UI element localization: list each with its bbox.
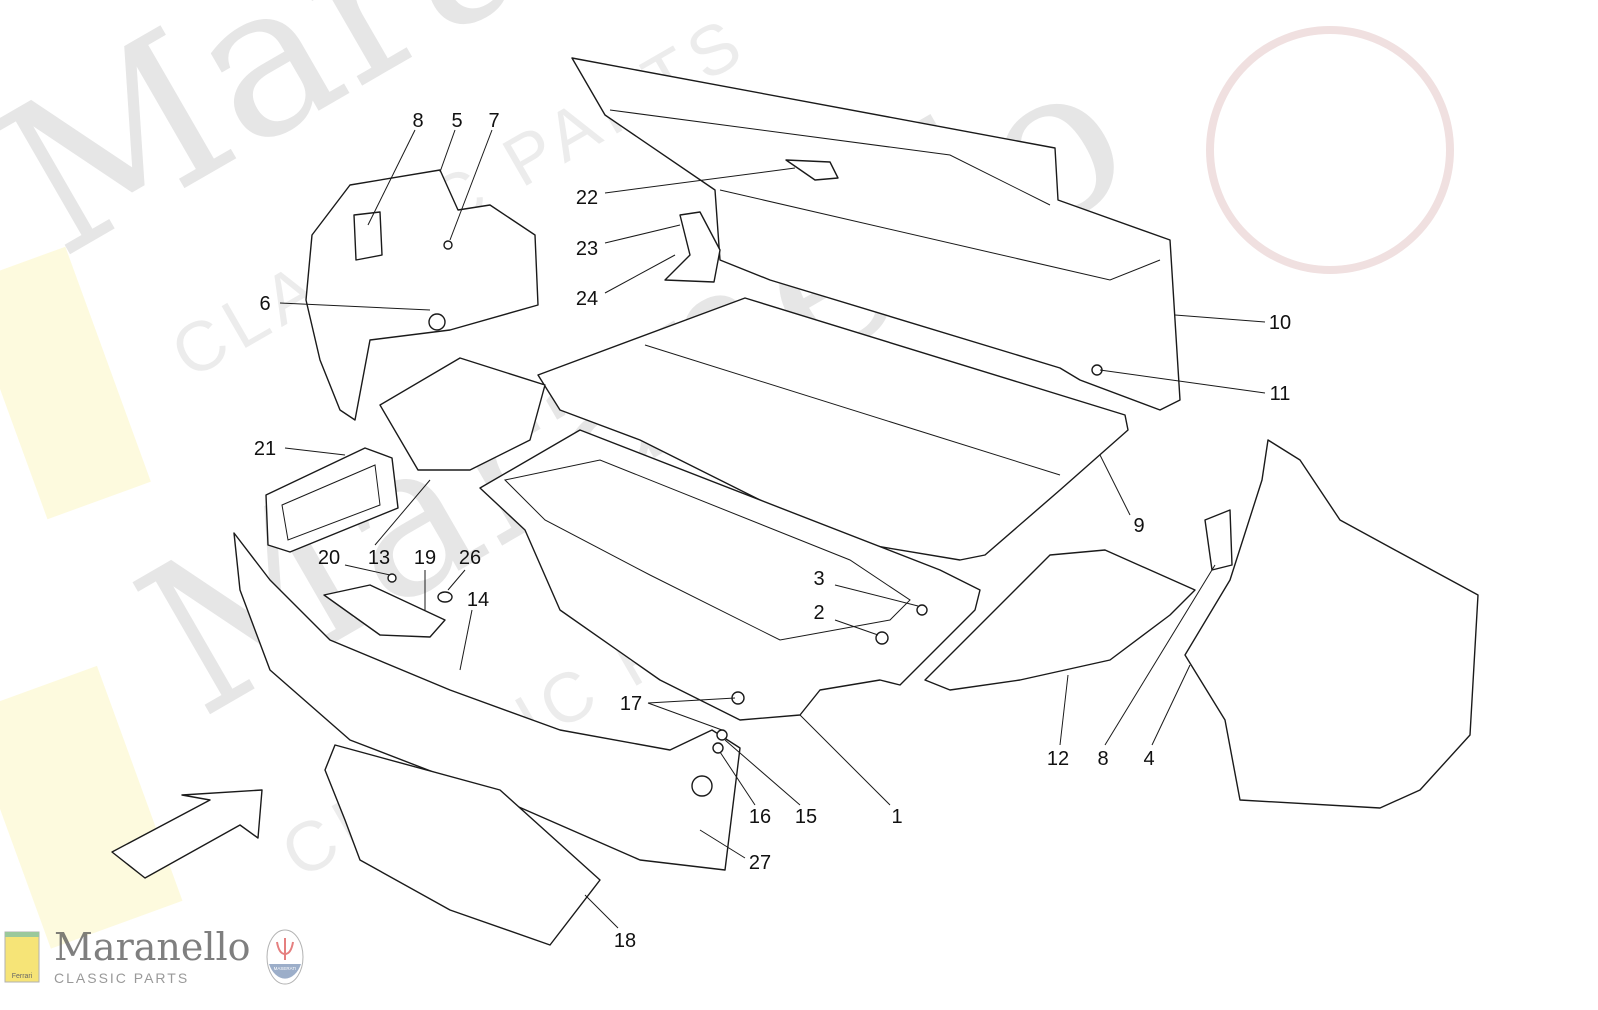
callout-23: 23 (576, 238, 598, 260)
svg-text:Ferrari: Ferrari (12, 973, 33, 980)
maserati-watermark (1206, 26, 1454, 274)
part-4-right-liner (1184, 439, 1479, 809)
callout-7: 7 (488, 110, 499, 132)
leader-line (724, 739, 801, 806)
callout-4: 4 (1143, 748, 1154, 770)
callout-5: 5 (451, 110, 462, 132)
leader-line (459, 609, 473, 671)
callouts: 8 5 7 22 23 24 6 10 11 21 9 20 13 19 26 14 3 2 17 16 15 1 27 12… (254, 110, 1291, 952)
callout-2: 2 (813, 602, 824, 624)
callout-27: 27 (749, 852, 771, 874)
callout-16: 16 (749, 806, 771, 828)
part-15-washer (716, 729, 728, 741)
callout-11: 11 (1270, 383, 1291, 405)
leader-line (799, 714, 891, 806)
callout-13: 13 (368, 547, 390, 569)
callout-20: 20 (318, 547, 340, 569)
callout-10: 10 (1269, 312, 1291, 334)
part-12-panel (924, 549, 1196, 691)
leader-line (439, 129, 456, 173)
part-10-rear-panel (571, 57, 1181, 411)
leader-line (284, 447, 346, 456)
leader-line (647, 697, 736, 704)
part-3-nut (916, 604, 928, 616)
part-9-cover (537, 297, 1129, 561)
part-26-plug (437, 591, 453, 603)
part-16-washer (712, 742, 724, 754)
leader-line (604, 167, 796, 194)
callout-24: 24 (576, 288, 598, 310)
leader-line (834, 619, 879, 636)
leader-line (604, 254, 676, 294)
ferrari-watermark-shield (0, 246, 151, 520)
part-14-sill (233, 532, 741, 871)
callout-8: 8 (412, 110, 423, 132)
part-22 (785, 159, 839, 181)
maranello-logo: Ferrari Maranello CLASSIC PARTS MASERATI (4, 928, 305, 986)
part-27-grommet (691, 775, 713, 797)
leader-line (1099, 369, 1266, 394)
callout-9: 9 (1133, 515, 1144, 537)
part-6-grommet (428, 313, 446, 331)
leader-line (344, 564, 391, 576)
maserati-badge-icon: MASERATI (266, 929, 304, 985)
leader-line (367, 129, 416, 226)
part-1-tub (479, 429, 981, 721)
leader-line (604, 224, 681, 244)
brand-tagline: CLASSIC PARTS (54, 970, 190, 986)
parts (111, 57, 1479, 946)
svg-text:MASERATI: MASERATI (273, 966, 296, 971)
part-18-trim (324, 744, 601, 946)
callout-15: 15 (795, 806, 817, 828)
part-2-nut (875, 631, 889, 645)
direction-arrow (111, 789, 263, 879)
callout-21: 21 (254, 438, 276, 460)
callout-1: 1 (891, 806, 902, 828)
part-13-mat (379, 357, 546, 471)
leader-line (279, 302, 431, 311)
callout-14: 14 (467, 589, 489, 611)
leader-line (1151, 664, 1191, 746)
leader-line (1174, 314, 1266, 323)
leader-line (647, 702, 723, 731)
callout-26: 26 (459, 547, 481, 569)
leader-line (1104, 564, 1216, 746)
leader-line (1059, 674, 1069, 746)
part-8-right-clip (1204, 509, 1233, 571)
part-7-screw (443, 240, 453, 250)
leader-line (449, 129, 493, 241)
leader-line (584, 894, 619, 929)
callout-17: 17 (620, 693, 642, 715)
leader-line (699, 829, 746, 859)
part-20-screw (387, 573, 397, 583)
brand-name: Maranello (54, 925, 251, 969)
callout-12: 12 (1047, 748, 1069, 770)
ferrari-badge-icon: Ferrari (4, 931, 40, 983)
callout-22: 22 (576, 187, 598, 209)
part-23-bracket (664, 211, 721, 283)
leader-line (374, 479, 431, 546)
leader-line (447, 569, 466, 591)
leader-line (834, 584, 919, 607)
callout-18: 18 (614, 930, 636, 952)
part-21-vent (265, 447, 399, 553)
part-8-clip (353, 211, 383, 261)
callout-3: 3 (813, 568, 824, 590)
callout-19: 19 (414, 547, 436, 569)
leader-line (719, 751, 756, 806)
callout-8: 8 (1097, 748, 1108, 770)
leader-line (1099, 454, 1131, 516)
ferrari-watermark-shield (0, 665, 183, 949)
callout-6: 6 (259, 293, 270, 315)
part-19-plate (323, 584, 446, 638)
